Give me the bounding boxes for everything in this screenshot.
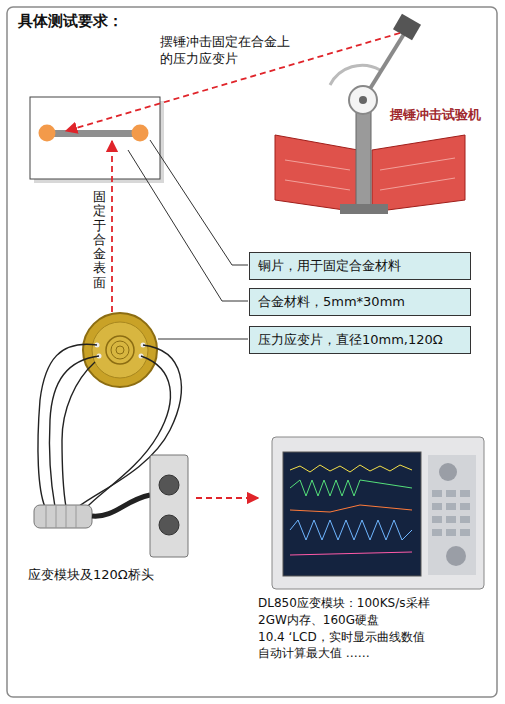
node-text: 2GW内存、160G硬盘 bbox=[258, 612, 494, 629]
arrow-label: 摆锤冲击固定在合金上的压力应变片 bbox=[160, 34, 296, 68]
mount-arrow bbox=[111, 141, 113, 312]
node-text: 铜片，用于固定合金材料 bbox=[258, 257, 462, 275]
node-text: 应变模块及120Ω桥头 bbox=[28, 566, 196, 584]
leader-lines bbox=[128, 140, 248, 339]
instrument-group: DL850应变模块：100KS/s采样2GW内存、160G硬盘10.4 ‘LCD… bbox=[258, 435, 494, 662]
node-text: 10.4 ‘LCD，实时显示曲线数值 bbox=[258, 629, 494, 646]
machine-label: 摆锤冲击试验机 bbox=[390, 106, 481, 124]
outer-frame bbox=[7, 7, 497, 697]
impact-arrow bbox=[66, 33, 400, 131]
title: 具体测试要求： bbox=[18, 12, 123, 31]
callout-box: 合金材料，5mm*30mm bbox=[249, 288, 471, 316]
dashed-arrow bbox=[196, 497, 258, 499]
wires bbox=[38, 344, 181, 508]
node-text: 压力应变片，直径10mm,120Ω bbox=[258, 331, 462, 349]
strain-module bbox=[34, 455, 188, 557]
node-text: 摆锤冲击试验机 bbox=[390, 106, 481, 124]
callout-box: 铜片，用于固定合金材料 bbox=[249, 252, 471, 280]
callout-box: 压力应变片，直径10mm,120Ω bbox=[249, 326, 471, 354]
dl850-instrument bbox=[272, 437, 484, 589]
node-text: DL850应变模块：100KS/s采样 bbox=[258, 595, 494, 612]
alloy-plate bbox=[30, 97, 164, 183]
node-text: 自动计算最大值 …… bbox=[258, 645, 494, 662]
module-group: 应变模块及120Ω桥头 bbox=[28, 450, 196, 584]
strain-gauge bbox=[83, 313, 157, 387]
node-text: 合金材料，5mm*30mm bbox=[258, 293, 462, 311]
vertical-label: 固定于合金表面 bbox=[93, 190, 106, 290]
